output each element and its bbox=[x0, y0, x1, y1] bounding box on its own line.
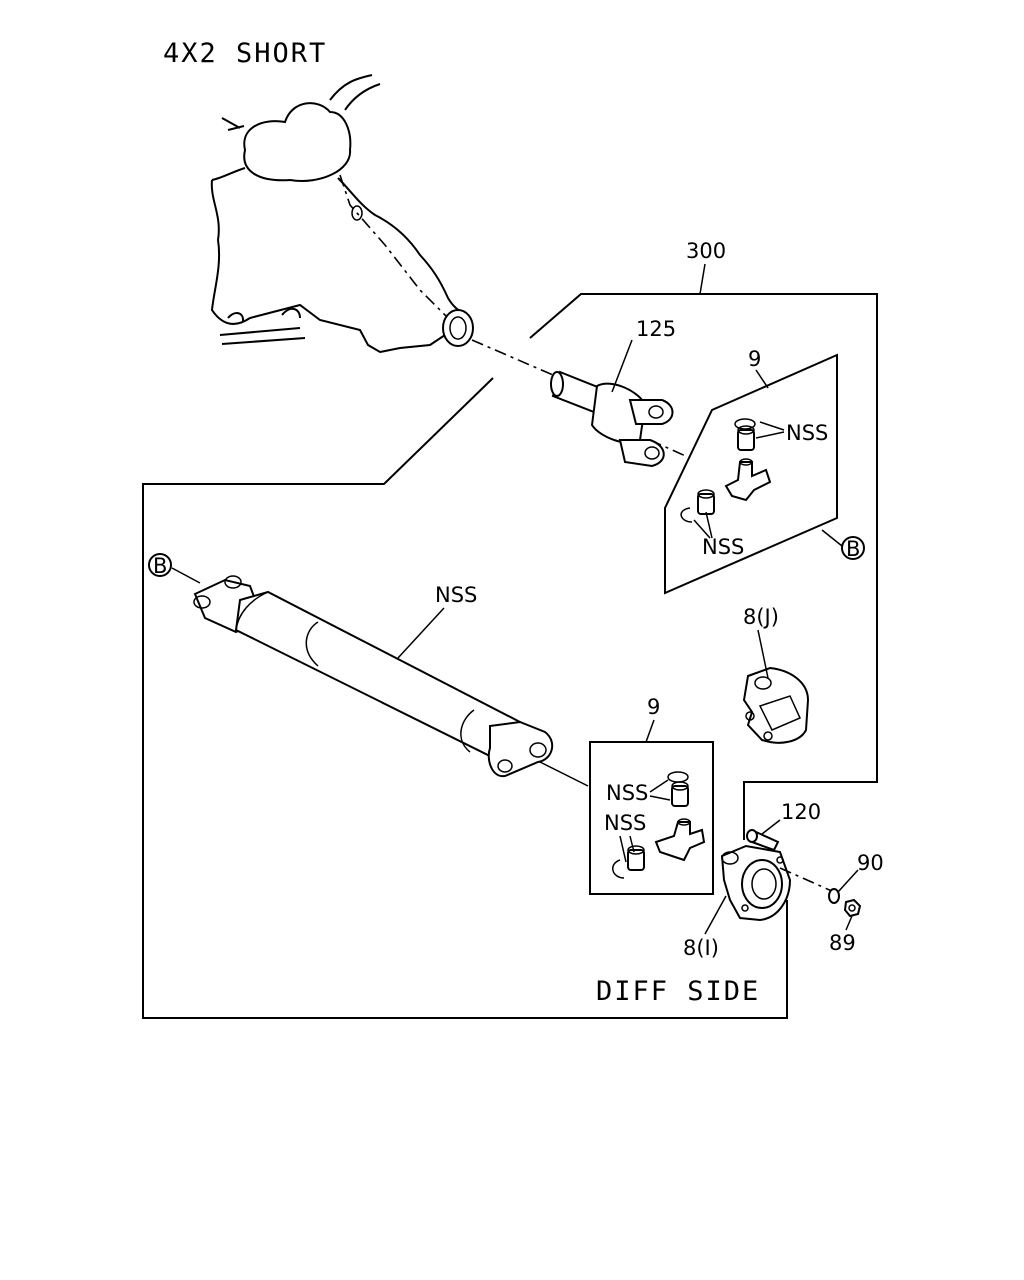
washer-90 bbox=[828, 888, 840, 904]
transmission-housing bbox=[210, 74, 474, 354]
diff-side-label: DIFF SIDE bbox=[596, 976, 760, 1007]
callout-8j: 8(J) bbox=[743, 605, 779, 629]
ref-b-right: B bbox=[846, 537, 860, 561]
flange-yoke-i bbox=[720, 844, 792, 922]
callout-120: 120 bbox=[781, 800, 821, 824]
callout-9-upper: 9 bbox=[748, 347, 761, 371]
callout-125: 125 bbox=[636, 317, 676, 341]
centerline-bolt bbox=[779, 867, 835, 893]
propeller-shaft bbox=[193, 575, 554, 778]
ref-b-right-circle bbox=[841, 536, 865, 560]
u-joint-lower bbox=[612, 771, 706, 879]
u-joint-upper bbox=[680, 418, 772, 523]
kit-box-upper bbox=[664, 353, 838, 595]
kit-box-lower bbox=[589, 741, 714, 895]
nss-label-shaft: NSS bbox=[435, 583, 477, 607]
nss-label-upper-a: NSS bbox=[786, 421, 828, 445]
ref-b-left: B bbox=[153, 554, 167, 578]
nss-label-lower-a: NSS bbox=[606, 781, 648, 805]
centerline-upper bbox=[471, 339, 561, 379]
diagram-title: 4X2 SHORT bbox=[163, 38, 327, 69]
callout-9-lower: 9 bbox=[647, 695, 660, 719]
nss-label-lower-b: NSS bbox=[604, 811, 646, 835]
slip-yoke bbox=[550, 370, 674, 468]
callout-89: 89 bbox=[829, 931, 856, 955]
nut-89 bbox=[843, 898, 862, 918]
callout-300: 300 bbox=[686, 239, 726, 263]
ref-b-left-circle bbox=[148, 553, 172, 577]
assembly-bracket bbox=[142, 293, 878, 1019]
nss-label-upper-b: NSS bbox=[702, 535, 744, 559]
callout-90: 90 bbox=[857, 851, 884, 875]
flange-yoke-j bbox=[742, 666, 810, 744]
callout-8i: 8(I) bbox=[683, 936, 719, 960]
bolt-120 bbox=[746, 829, 780, 852]
